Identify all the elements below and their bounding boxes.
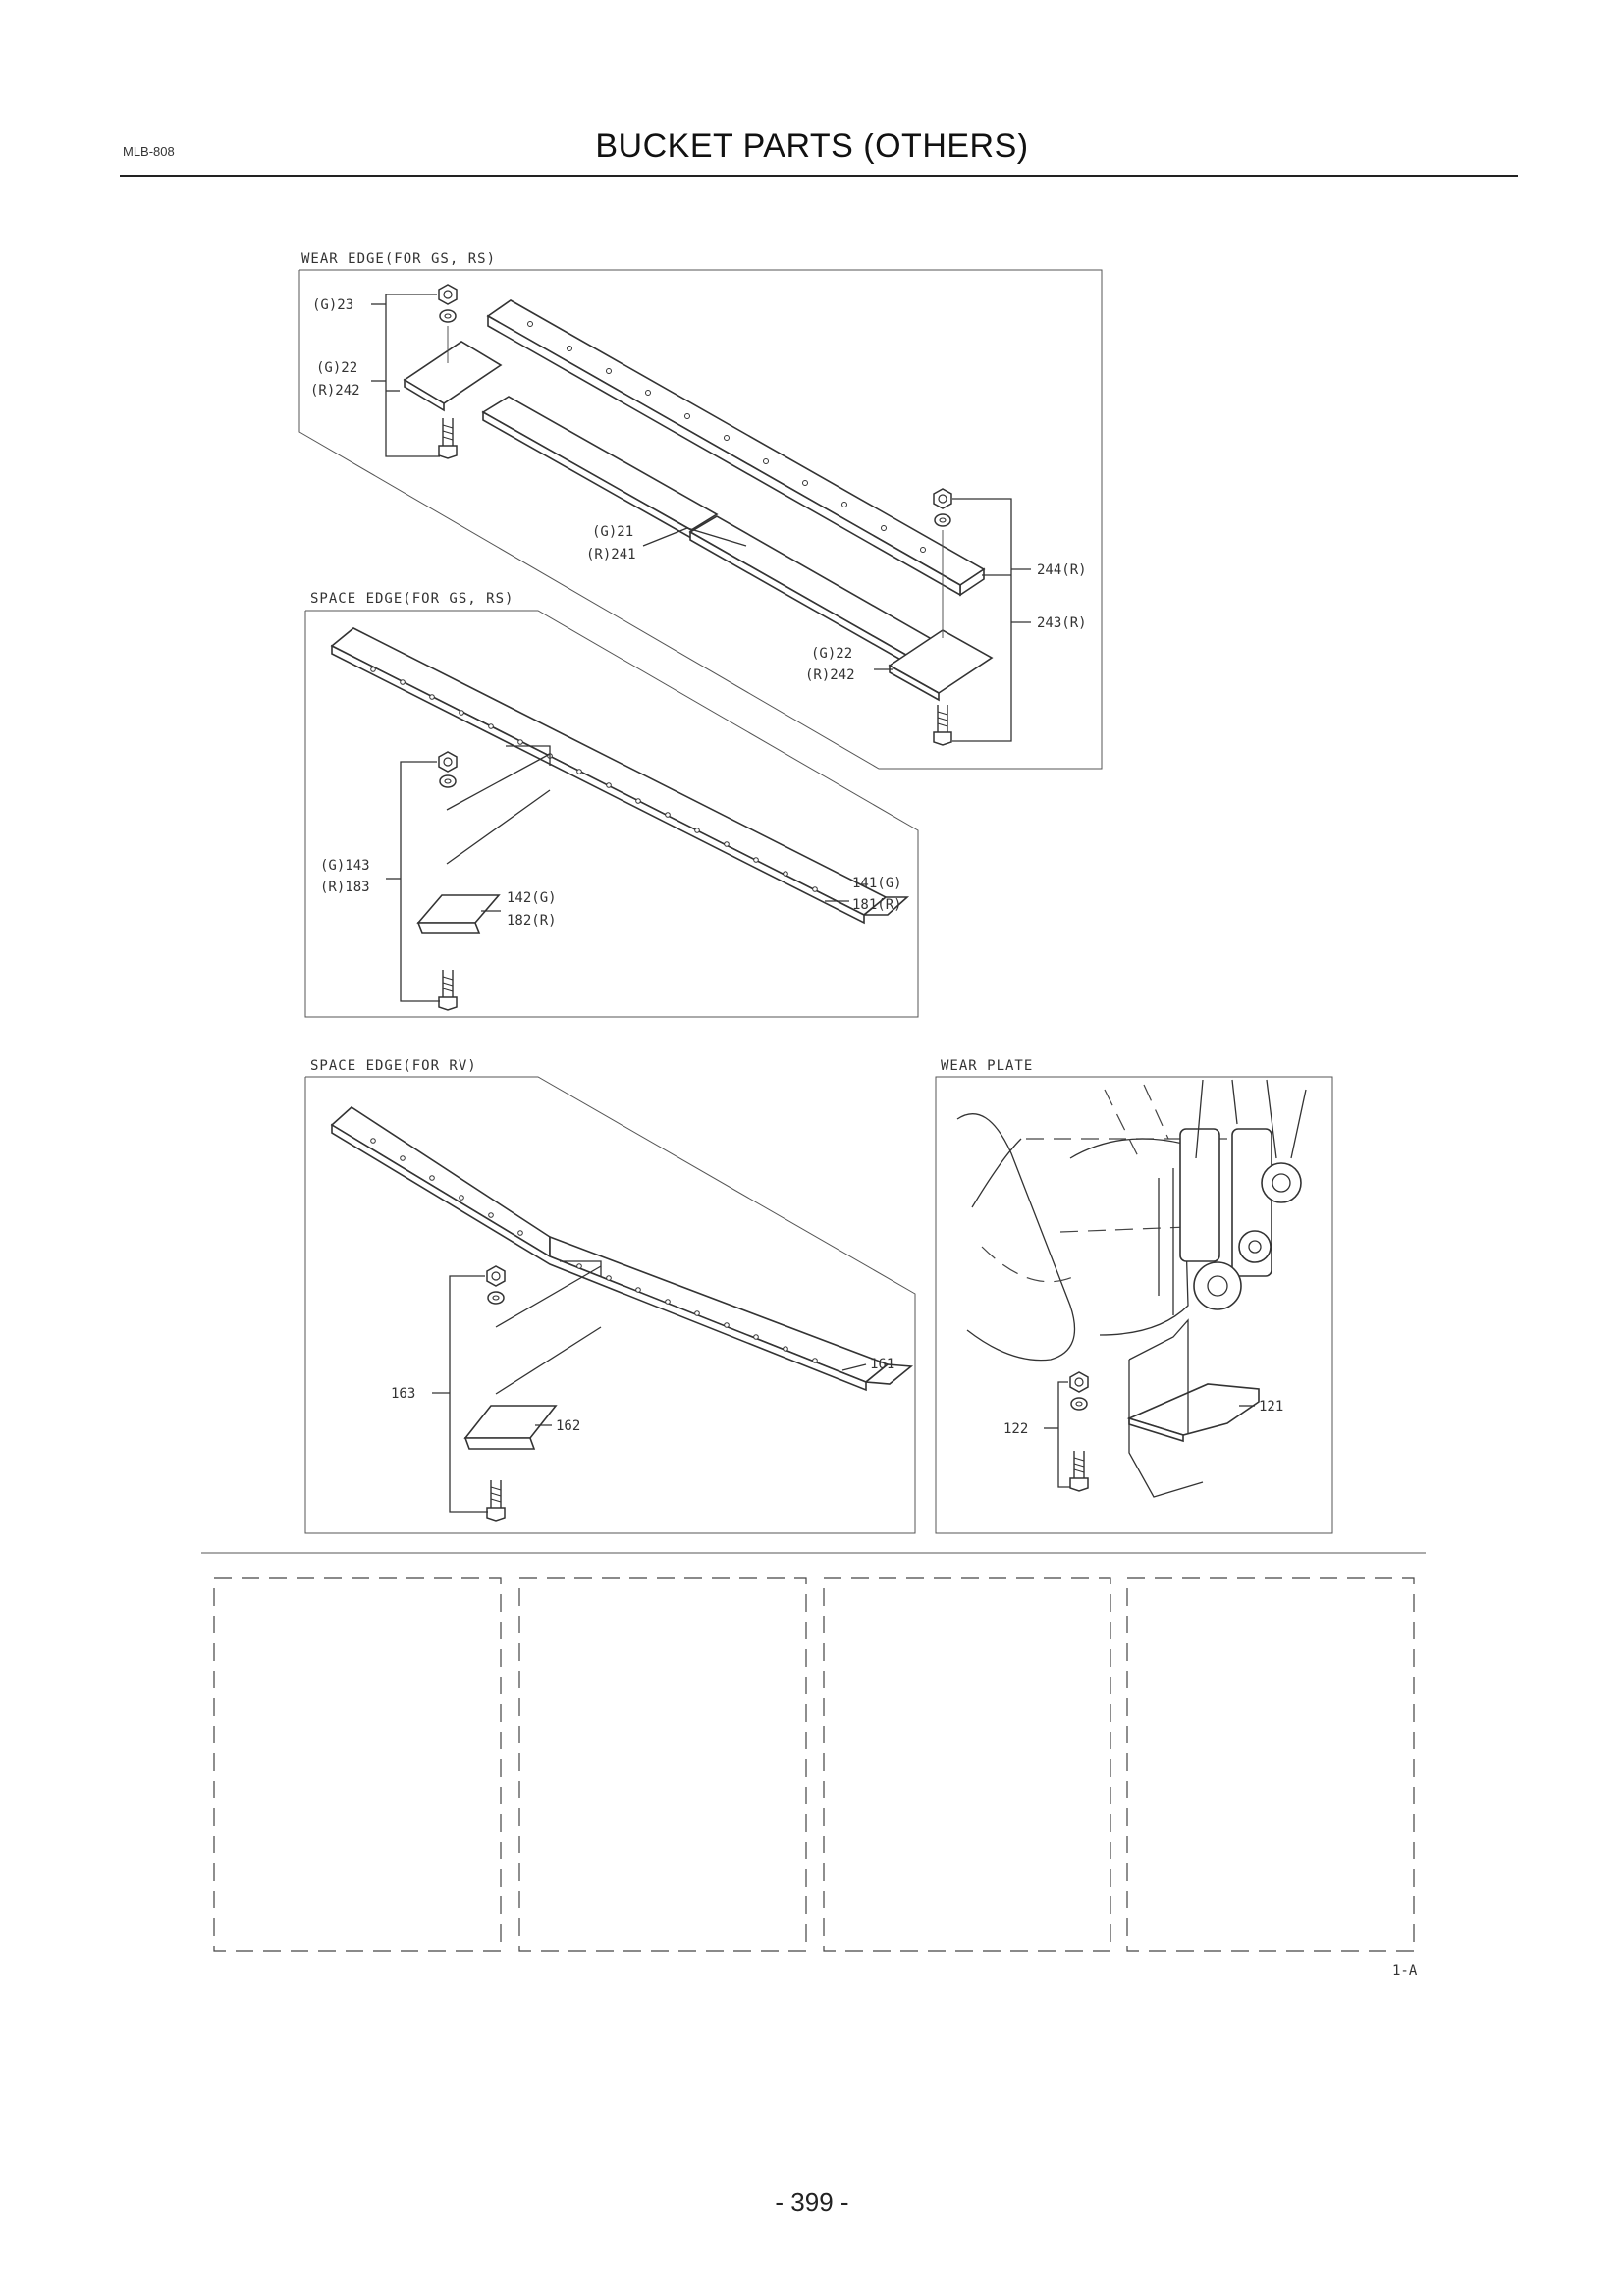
panel-title-space-edge-gs-rs: SPACE EDGE(FOR GS, RS) [310, 591, 514, 607]
label-r241: (R)241 [586, 547, 636, 562]
panel-space-edge-rv: SPACE EDGE(FOR RV) 163 162 161 [304, 1058, 916, 1534]
label-r242-left: (R)242 [310, 383, 360, 399]
page-number: - 399 - [775, 2187, 849, 2216]
label-182r: 182(R) [507, 913, 557, 929]
panel-border-space-edge-rv [304, 1076, 916, 1534]
label-r242-right: (R)242 [805, 667, 855, 683]
washer-icon [1070, 1397, 1088, 1411]
label-g23: (G)23 [312, 297, 353, 313]
bolt-icon [438, 417, 458, 459]
label-g143: (G)143 [320, 858, 370, 874]
label-g22-right: (G)22 [811, 646, 852, 662]
nut-icon [1069, 1371, 1089, 1393]
bucket-body [956, 1113, 1076, 1362]
document-code: MLB-808 [123, 144, 175, 159]
bucket-bracket-left [1179, 1128, 1220, 1262]
panel-title-wear-edge: WEAR EDGE(FOR GS, RS) [301, 251, 496, 267]
nut-icon [438, 751, 458, 773]
label-162: 162 [556, 1418, 580, 1434]
bolt-icon [486, 1479, 506, 1522]
washer-icon [934, 513, 951, 527]
panel-wear-plate: WEAR PLATE 122 121 [935, 1058, 1333, 1534]
label-163: 163 [391, 1386, 415, 1402]
space-plate-rv [463, 1405, 558, 1439]
panel-title-wear-plate: WEAR PLATE [941, 1058, 1033, 1074]
space-edge-rv-left [330, 1105, 551, 1258]
label-244r: 244(R) [1037, 562, 1087, 578]
page-title: BUCKET PARTS (OTHERS) [595, 128, 1029, 165]
label-121: 121 [1259, 1399, 1283, 1415]
washer-icon [439, 309, 457, 323]
label-g21: (G)21 [592, 524, 633, 540]
bolt-icon [438, 969, 458, 1011]
header-rule [120, 175, 1518, 177]
panel-space-edge-gs-rs: SPACE EDGE(FOR GS, RS) (G)143 (R)183 [304, 591, 919, 1018]
label-g22-left: (G)22 [316, 360, 357, 376]
label-243r: 243(R) [1037, 615, 1087, 631]
space-edge-bar [330, 627, 888, 916]
label-181r: 181(R) [852, 897, 902, 913]
nut-icon [438, 284, 458, 305]
notes-box-3 [823, 1577, 1111, 1952]
notes-box-2 [518, 1577, 807, 1952]
label-161: 161 [870, 1357, 894, 1372]
nut-icon [486, 1265, 506, 1287]
nut-icon [933, 488, 952, 509]
pivot-lower [1193, 1261, 1242, 1310]
label-141g: 141(G) [852, 876, 902, 891]
notes-box-4 [1126, 1577, 1415, 1952]
figure-reference: 1-A [1392, 1963, 1418, 1979]
panel-border-space-edge-gs-rs [304, 610, 919, 1018]
bolt-icon [933, 704, 952, 746]
washer-icon [487, 1291, 505, 1305]
label-122: 122 [1003, 1421, 1028, 1437]
washer-icon [439, 774, 457, 788]
label-r183: (R)183 [320, 880, 370, 895]
pivot-upper [1261, 1162, 1302, 1203]
panel-border-wear-plate [935, 1076, 1333, 1534]
bolt-icon [1069, 1450, 1089, 1492]
panel-border-wear-edge [298, 269, 1103, 770]
space-plate-gs-rs [416, 894, 501, 924]
notes-box-1 [213, 1577, 502, 1952]
panel-title-space-edge-rv: SPACE EDGE(FOR RV) [310, 1058, 477, 1074]
space-edge-rv-right [549, 1235, 890, 1383]
label-142g: 142(G) [507, 890, 557, 906]
panel-wear-edge-gs-rs: WEAR EDGE(FOR GS, RS) [298, 251, 1103, 770]
